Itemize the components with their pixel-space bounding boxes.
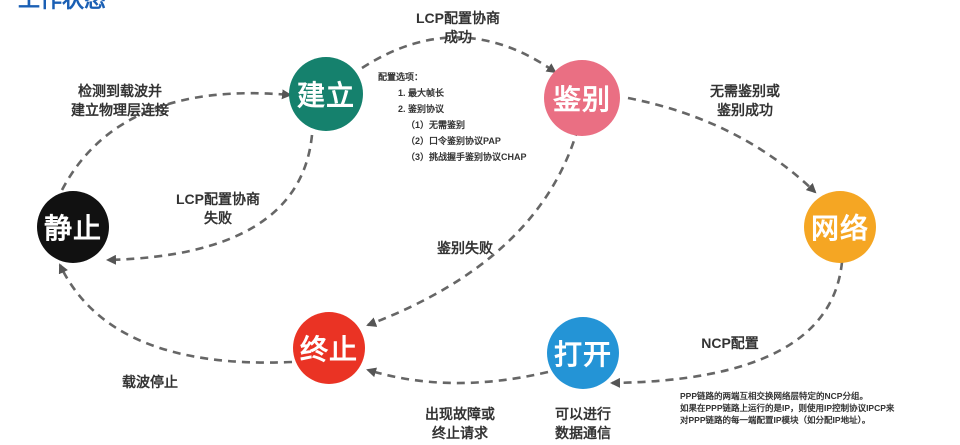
- ncp-note-line: 对PPP链路的每一端配置IP模块（如分配IP地址）。: [680, 415, 871, 425]
- label-fault-line-2: 终止请求: [432, 425, 488, 441]
- label-detect-carrier-line-1: 检测到载波并: [78, 83, 162, 99]
- label-lcp-success-line-1: LCP配置协商: [416, 10, 500, 26]
- arrow-dakai-to-zhongzhi: [366, 367, 549, 385]
- config-options-heading: 配置选项：: [378, 72, 424, 82]
- ncp-note: PPP链路的两端互相交换网络层特定的NCP分组。 如果在PPP链路上运行的是IP…: [680, 390, 894, 426]
- label-lcp-fail: LCP配置协商 失败: [163, 190, 273, 228]
- arrow-jianli-to-jianbie: [361, 36, 557, 74]
- config-options: 配置选项： 1. 最大帧长 2. 鉴别协议 （1）无需鉴别 （2）口令鉴别协议P…: [378, 69, 527, 165]
- label-lcp-success: LCP配置协商 成功: [398, 9, 518, 47]
- state-jianbie: 鉴别: [544, 60, 620, 136]
- label-data-comm-line-1: 可以进行: [555, 406, 611, 422]
- state-wangluo-label: 网络: [810, 213, 869, 244]
- label-detect-carrier-line-2: 建立物理层连接: [71, 102, 169, 118]
- ncp-note-line: PPP链路的两端互相交换网络层特定的NCP分组。: [680, 391, 868, 401]
- label-detect-carrier: 检测到载波并 建立物理层连接: [55, 82, 185, 120]
- label-no-auth: 无需鉴别或 鉴别成功: [690, 82, 800, 120]
- label-no-auth-line-1: 无需鉴别或: [710, 83, 780, 99]
- ncp-note-line: 如果在PPP链路上运行的是IP，则使用IP控制协议IPCP来: [680, 403, 895, 413]
- arrow-jianbie-to-wangluo: [627, 96, 817, 194]
- label-auth-fail: 鉴别失败: [437, 240, 493, 256]
- label-data-comm: 可以进行 数据通信: [540, 405, 626, 443]
- state-zhongzhi-label: 终止: [299, 334, 358, 365]
- label-ncp: NCP配置: [701, 335, 759, 351]
- config-option-item: 2. 鉴别协议: [398, 104, 445, 114]
- state-jianli: 建立: [289, 57, 363, 131]
- arrow-jingzhi-to-jianli: [60, 89, 292, 191]
- state-dakai-label: 打开: [553, 339, 612, 370]
- state-dakai: 打开: [547, 317, 619, 389]
- label-data-comm-line-2: 数据通信: [555, 425, 611, 441]
- arrow-jianbie-to-zhongzhi: [366, 127, 580, 327]
- arrow-jianli-to-jingzhi: [106, 134, 314, 265]
- label-fault-line-1: 出现故障或: [425, 406, 495, 422]
- config-option-item: （2）口令鉴别协议PAP: [406, 136, 501, 146]
- label-no-auth-line-2: 鉴别成功: [717, 102, 773, 118]
- state-jingzhi: 静止: [37, 191, 109, 263]
- state-jianbie-label: 鉴别: [552, 84, 611, 115]
- state-jianli-label: 建立: [296, 80, 355, 111]
- state-wangluo: 网络: [804, 191, 876, 263]
- arrow-zhongzhi-to-jingzhi: [58, 263, 293, 364]
- arrow-wangluo-to-dakai: [610, 261, 844, 388]
- config-option-item: （3）挑战握手鉴别协议CHAP: [406, 152, 527, 162]
- page-title: 工作状态: [18, 0, 106, 12]
- state-zhongzhi: 终止: [293, 312, 365, 384]
- label-carrier-stop: 载波停止: [122, 374, 178, 390]
- label-lcp-success-line-2: 成功: [444, 29, 472, 45]
- label-fault: 出现故障或 终止请求: [410, 405, 510, 443]
- label-lcp-fail-line-2: 失败: [204, 210, 232, 226]
- label-lcp-fail-line-1: LCP配置协商: [176, 191, 260, 207]
- config-option-item: （1）无需鉴别: [406, 120, 466, 130]
- config-option-item: 1. 最大帧长: [398, 88, 445, 98]
- state-jingzhi-label: 静止: [43, 213, 102, 244]
